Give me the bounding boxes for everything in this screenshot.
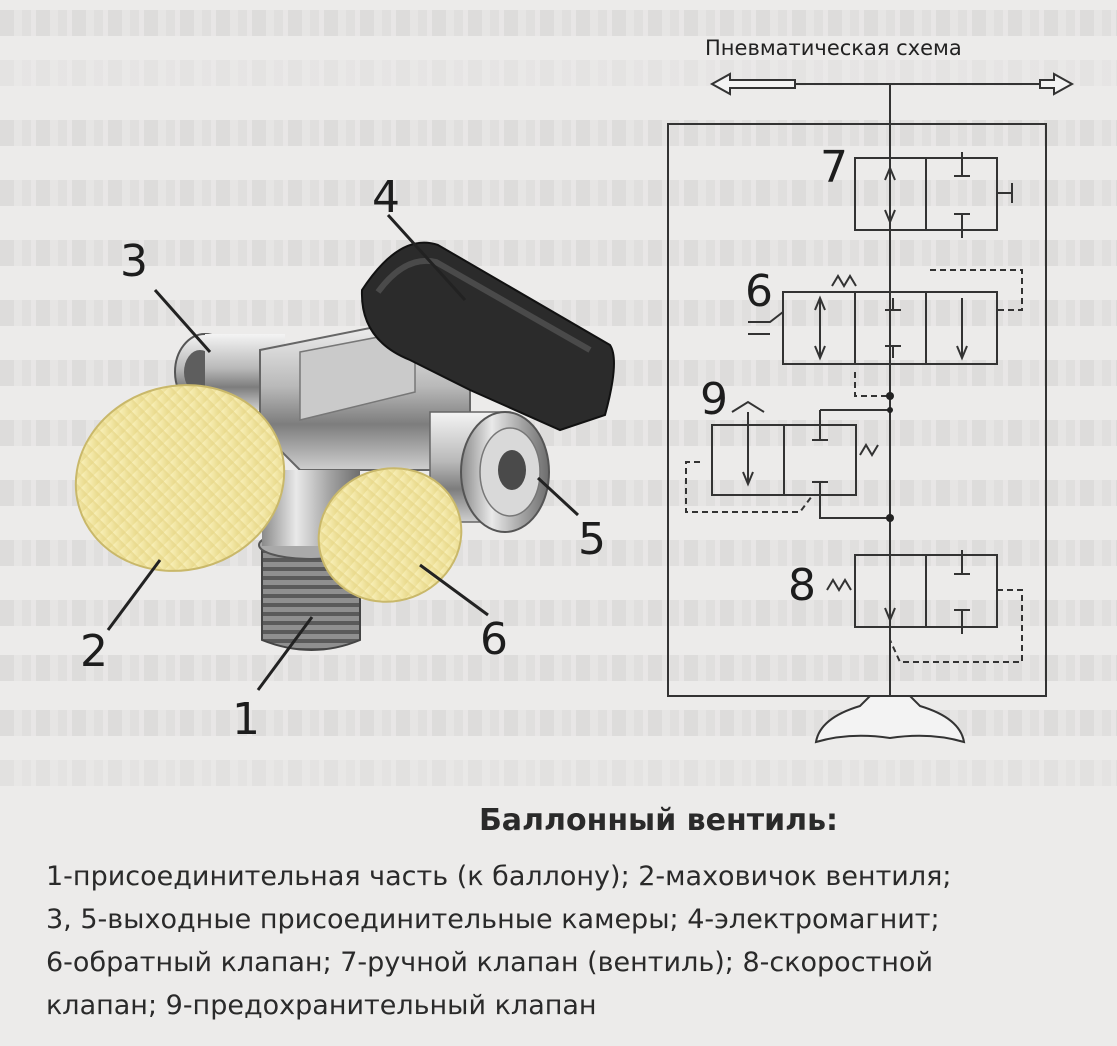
- label-6: 6: [480, 614, 508, 665]
- caption-line: 1-присоединительная часть (к баллону); 2…: [46, 861, 952, 892]
- caption-body: 1-присоединительная часть (к баллону); 2…: [46, 855, 1096, 1027]
- label-2: 2: [80, 626, 108, 677]
- label-3: 3: [120, 236, 148, 287]
- scheme-label-7: 7: [820, 142, 848, 193]
- caption-line: 6-обратный клапан; 7-ручной клапан (вент…: [46, 947, 933, 978]
- scheme-title: Пневматическая схема: [705, 36, 962, 60]
- leader-lines: [106, 213, 580, 691]
- solenoid: [360, 241, 615, 432]
- caption-title: Баллонный вентиль:: [478, 803, 839, 838]
- scheme-label-6: 6: [745, 266, 773, 317]
- handwheel-knob: [74, 384, 286, 572]
- label-5: 5: [578, 514, 606, 565]
- caption-line: 3, 5-выходные присоединительные камеры; …: [46, 904, 940, 935]
- label-4: 4: [372, 172, 400, 223]
- label-1: 1: [232, 694, 260, 745]
- pneumatic-scheme: [667, 72, 1075, 744]
- caption-line: клапан; 9-предохранительный клапан: [46, 990, 597, 1021]
- junction-dots: [886, 392, 894, 522]
- scheme-label-9: 9: [700, 374, 728, 425]
- scheme-label-8: 8: [788, 560, 816, 611]
